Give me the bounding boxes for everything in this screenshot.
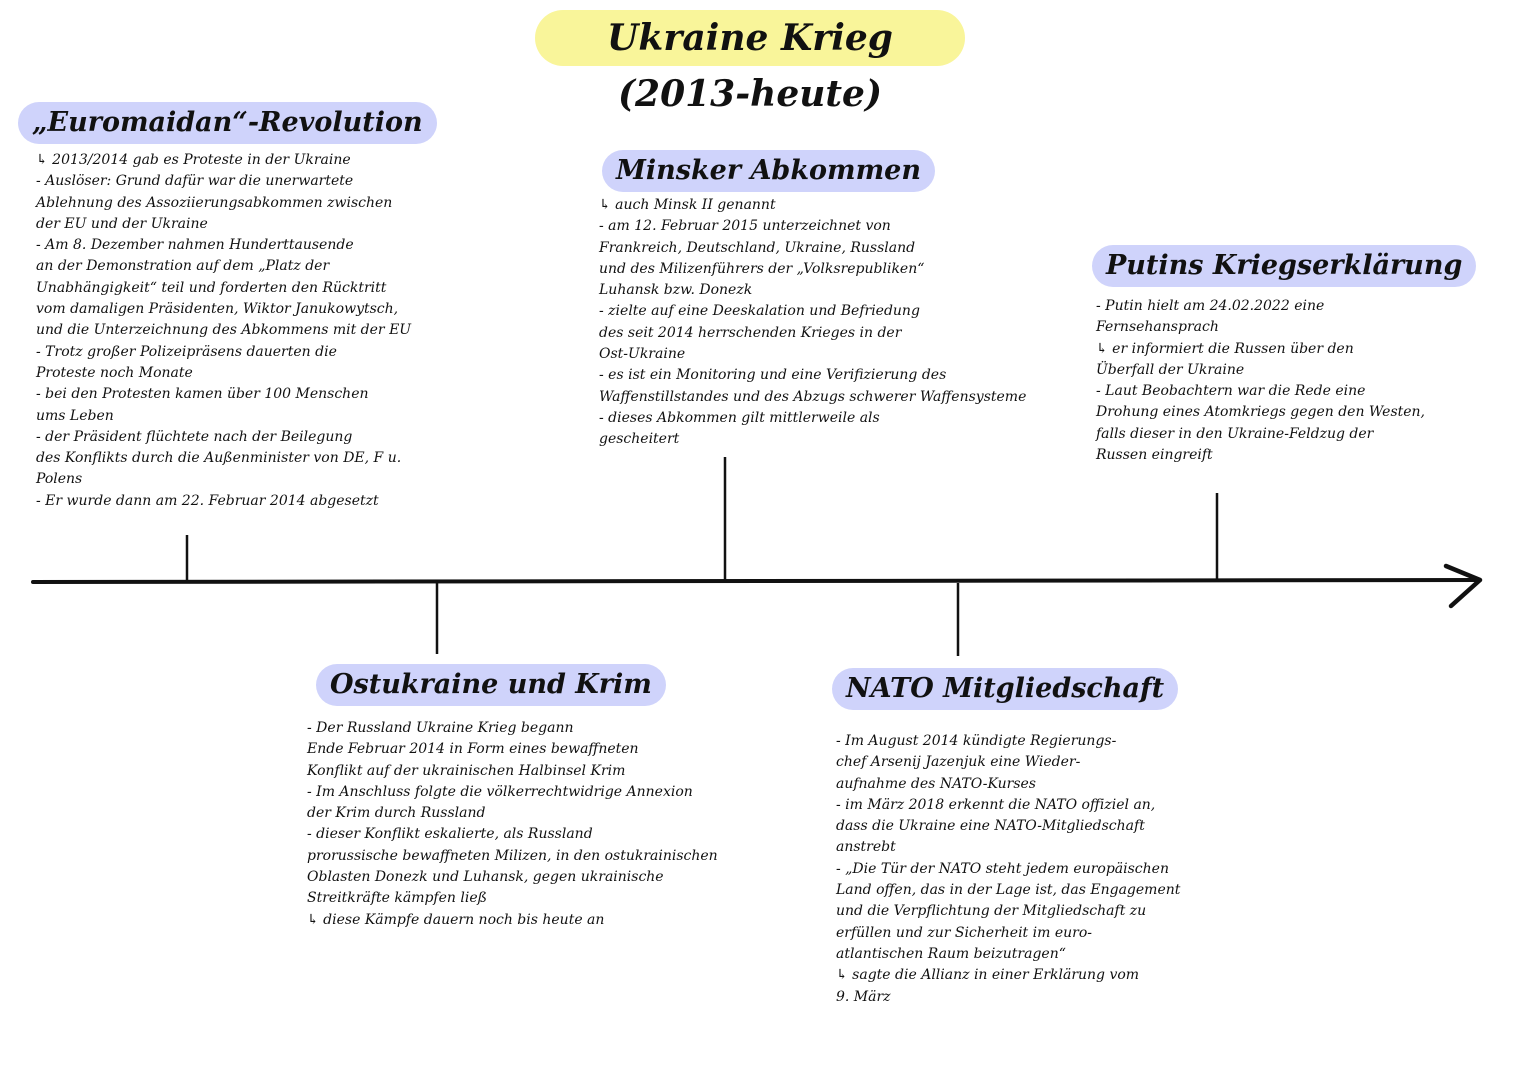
heading-euromaidan: „Euromaidan“-Revolution: [18, 102, 437, 144]
note-line: - dieses Abkommen gilt mittlerweile als: [599, 409, 880, 426]
note-line: des Konflikts durch die Außenminister vo…: [36, 450, 402, 467]
note-line: Drohung eines Atomkriegs gegen den Weste…: [1096, 404, 1426, 421]
note-line: falls dieser in den Ukraine-Feldzug der: [1096, 425, 1374, 442]
note-line: Oblasten Donezk und Luhansk, gegen ukrai…: [307, 869, 664, 886]
heading-nato: NATO Mitgliedschaft: [832, 668, 1179, 710]
note-line: und die Verpflichtung der Mitgliedschaft…: [836, 903, 1147, 920]
note-line: Frankreich, Deutschland, Ukraine, Russla…: [599, 239, 916, 256]
note-line: - der Präsident flüchtete nach der Beile…: [36, 428, 353, 445]
note-line: - Laut Beobachtern war die Rede eine: [1096, 383, 1366, 400]
note-line: chef Arsenij Jazenjuk eine Wieder-: [836, 754, 1081, 771]
note-line: und des Milizenführers der „Volksrepubli…: [599, 260, 925, 277]
note-line: - am 12. Februar 2015 unterzeichnet von: [599, 218, 891, 235]
note-line: vom damaligen Präsidenten, Wiktor Januko…: [36, 301, 399, 318]
note-line: - Putin hielt am 24.02.2022 eine: [1096, 298, 1325, 314]
note-line: - im März 2018 erkennt die NATO offiziel…: [836, 796, 1156, 813]
note-line: der EU und der Ukraine: [36, 215, 208, 232]
notes-minsk: ↳ auch Minsk II genannt - am 12. Februar…: [599, 195, 1026, 451]
heading-ostukraine: Ostukraine und Krim: [316, 664, 666, 706]
note-line: - zielte auf eine Deeskalation und Befri…: [599, 303, 920, 320]
note-line: Streitkräfte kämpfen ließ: [307, 890, 487, 907]
notes-ostukraine: - Der Russland Ukraine Krieg begann Ende…: [307, 718, 718, 931]
note-line: Proteste noch Monate: [36, 364, 193, 381]
timeline-arrowhead: [1443, 563, 1483, 609]
note-line: ums Leben: [36, 407, 114, 424]
note-line: prorussische bewaffneten Milizen, in den…: [307, 847, 718, 864]
note-line: ↳ er informiert die Russen über den: [1096, 340, 1354, 357]
note-line: Luhansk bzw. Donezk: [599, 282, 753, 299]
note-line: Polens: [36, 471, 83, 488]
note-line: - Am 8. Dezember nahmen Hunderttausende: [36, 237, 354, 254]
note-line: des seit 2014 herrschenden Krieges in de…: [599, 324, 902, 341]
heading-minsk: Minsker Abkommen: [602, 150, 935, 192]
note-line: Konflikt auf der ukrainischen Halbinsel …: [307, 762, 626, 779]
note-line: - es ist ein Monitoring und eine Verifiz…: [599, 367, 947, 384]
notes-putin: - Putin hielt am 24.02.2022 eine Fernseh…: [1096, 296, 1425, 466]
note-line: Ablehnung des Assoziierungsabkommen zwis…: [36, 194, 393, 211]
note-line: aufnahme des NATO-Kurses: [836, 775, 1036, 792]
note-line: - dieser Konflikt eskalierte, als Russla…: [307, 826, 593, 843]
note-line: Waffenstillstandes und des Abzugs schwer…: [599, 388, 1027, 405]
note-line: Russen eingreift: [1096, 447, 1213, 464]
note-line: anstrebt: [836, 839, 896, 856]
note-line: der Krim durch Russland: [307, 805, 486, 822]
note-line: Überfall der Ukraine: [1096, 361, 1245, 378]
note-line: ↳ diese Kämpfe dauern noch bis heute an: [307, 911, 605, 928]
timeline-axis: [31, 578, 1480, 584]
note-line: Unabhängigkeit“ teil und forderten den R…: [36, 279, 387, 296]
note-line: Land offen, das in der Lage ist, das Eng…: [836, 882, 1181, 899]
note-line: erfüllen und zur Sicherheit im euro-: [836, 924, 1092, 941]
note-line: dass die Ukraine eine NATO-Mitgliedschaf…: [836, 818, 1145, 835]
note-line: ↳ auch Minsk II genannt: [599, 197, 776, 213]
page-title: Ukraine Krieg (2013-heute): [535, 10, 965, 115]
note-line: ↳ sagte die Allianz in einer Erklärung v…: [836, 967, 1140, 984]
note-line: - bei den Protesten kamen über 100 Mensc…: [36, 386, 369, 403]
note-line: Ost-Ukraine: [599, 346, 686, 363]
note-line: gescheitert: [599, 431, 680, 448]
notes-nato: - Im August 2014 kündigte Regierungs- ch…: [836, 731, 1180, 1008]
note-line: ↳ 2013/2014 gab es Proteste in der Ukrai…: [36, 152, 351, 168]
note-line: Ende Februar 2014 in Form eines bewaffne…: [307, 741, 639, 758]
note-line: - Er wurde dann am 22. Februar 2014 abge…: [36, 492, 379, 509]
heading-putin: Putins Kriegserklärung: [1092, 245, 1477, 287]
note-line: - Im August 2014 kündigte Regierungs-: [836, 733, 1117, 749]
note-line: an der Demonstration auf dem „Platz der: [36, 258, 330, 275]
notes-euromaidan: ↳ 2013/2014 gab es Proteste in der Ukrai…: [36, 150, 411, 512]
note-line: - „Die Tür der NATO steht jedem europäis…: [836, 860, 1169, 877]
note-line: und die Unterzeichnung des Abkommens mit…: [36, 322, 412, 339]
note-line: - Im Anschluss folgte die völkerrechtwid…: [307, 783, 693, 800]
note-line: - Auslöser: Grund dafür war die unerwart…: [36, 173, 354, 190]
note-line: - Trotz großer Polizeipräsens dauerten d…: [36, 343, 337, 360]
note-line: 9. März: [836, 988, 891, 1005]
note-line: Fernsehansprach: [1096, 319, 1219, 336]
note-line: atlantischen Raum beizutragen“: [836, 945, 1066, 962]
note-line: - Der Russland Ukraine Krieg begann: [307, 720, 574, 736]
